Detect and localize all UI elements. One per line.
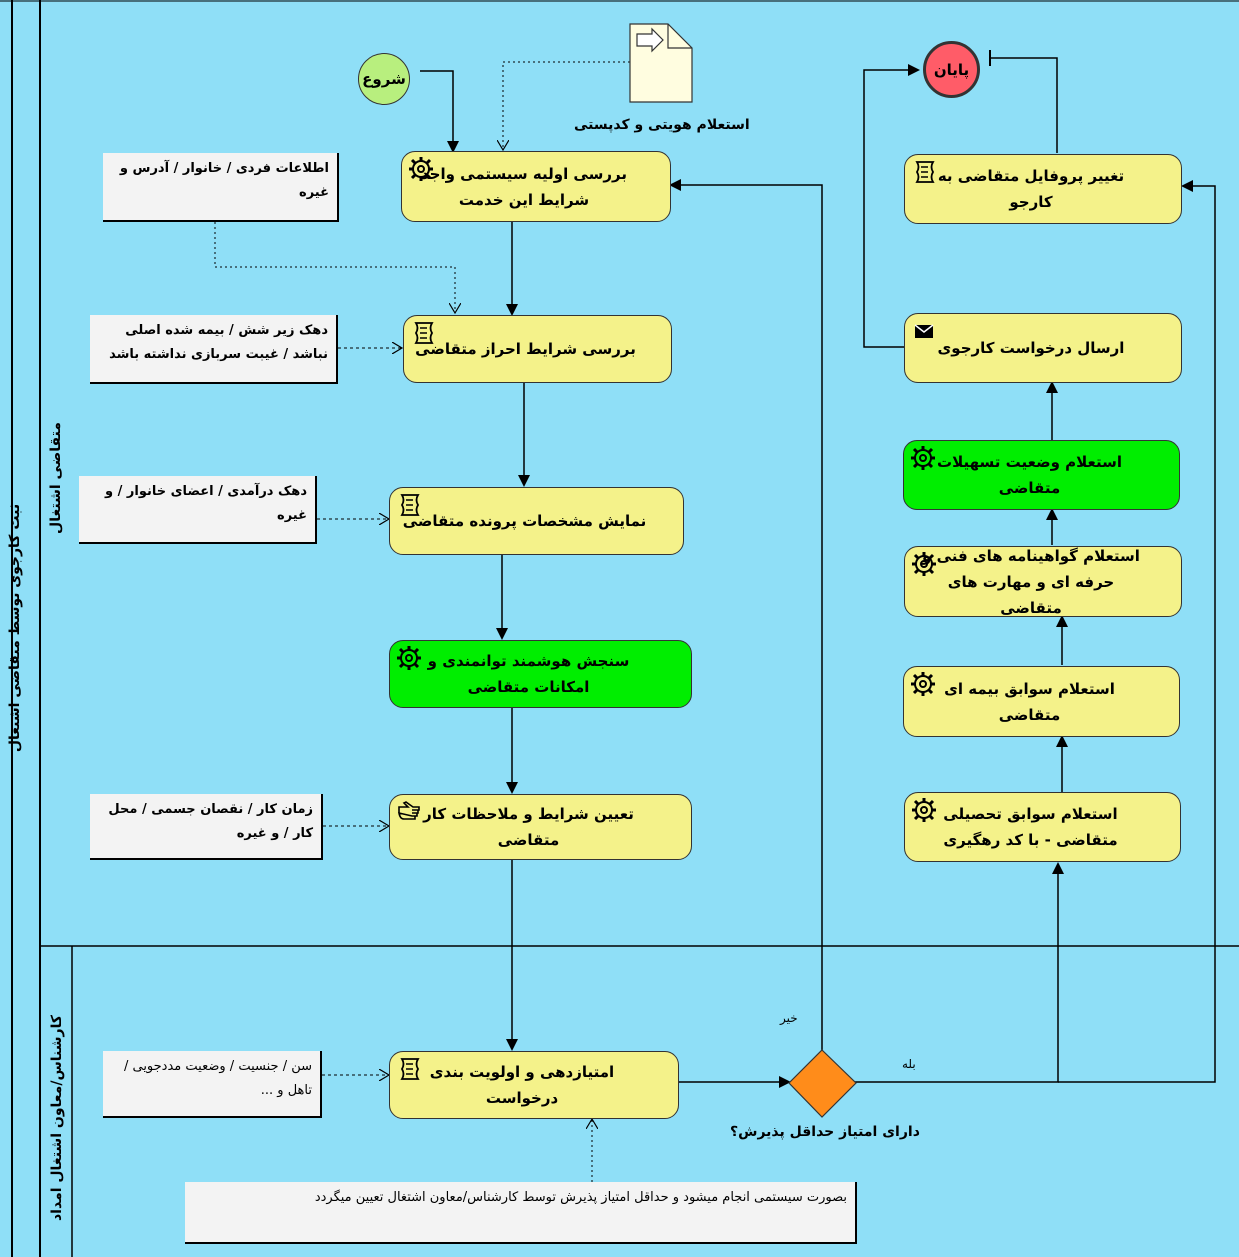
task-insurance-inquiry[interactable]: استعلام سوابق بیمه ای متقاضی xyxy=(903,666,1180,737)
note-personal-info: اطلاعات فردی / خانوار / آدرس و غیره xyxy=(103,153,339,222)
note-decile-insurance: دهک زیر شش / بیمه شده اصلی نباشد / غیبت … xyxy=(90,315,338,384)
assoc-personal-info xyxy=(214,222,455,313)
service-gear-icon xyxy=(912,552,936,576)
task-label: نمایش مشخصات پرونده متقاضی xyxy=(402,512,647,530)
task-label: بررسی شرایط احراز متقاضی xyxy=(415,340,636,358)
note-system-scoring: بصورت سیستمی انجام میشود و حداقل امتیاز … xyxy=(185,1182,857,1244)
start-event: شروع xyxy=(358,53,410,105)
gateway-question: دارای امتیاز حداقل پذیرش؟ xyxy=(730,1124,920,1140)
note-age-gender: سن / جنسیت / وضعیت مددجویی / تاهل و ... xyxy=(103,1051,322,1118)
task-send-request[interactable]: ارسال درخواست کارجوی xyxy=(904,313,1182,383)
note-work-time: زمان کار / نقصان جسمی / محل کار / و غیره xyxy=(90,794,323,860)
task-label: استعلام سوابق بیمه ای متقاضی xyxy=(944,679,1115,724)
task-education-inquiry[interactable]: استعلام سوابق تحصیلی متقاضی - با کد رهگی… xyxy=(904,792,1181,862)
script-icon xyxy=(400,1058,420,1080)
flow-request-to-end xyxy=(863,64,920,348)
lane-applicant-label: متقاضی اشتغال xyxy=(48,422,64,534)
task-scoring[interactable]: امتیازدهی و اولویت بندی درخواست xyxy=(389,1051,679,1119)
send-envelope-icon xyxy=(914,324,934,338)
task-show-profile[interactable]: نمایش مشخصات پرونده متقاضی xyxy=(389,487,684,555)
task-initial-review[interactable]: بررسی اولیه سیستمی واجد شرایط این خدمت xyxy=(401,151,671,222)
identity-document-label: استعلام هویتی و کدپستی xyxy=(574,117,750,133)
script-icon xyxy=(915,161,935,183)
flow-profile-change-to-end xyxy=(990,57,1058,153)
decision-gateway xyxy=(788,1049,857,1118)
flow-start-to-review xyxy=(420,70,459,153)
task-work-conditions[interactable]: تعیین شرایط و ملاحظات کار متقاضی xyxy=(389,794,692,860)
task-label: امتیازدهی و اولویت بندی درخواست xyxy=(429,1063,615,1107)
task-label: بررسی اولیه سیستمی واجد شرایط این خدمت xyxy=(421,164,627,209)
gateway-yes-label: بله xyxy=(902,1057,916,1071)
gateway-no-label: خیر xyxy=(780,1011,798,1025)
task-change-profile[interactable]: تغییر پروفایل متقاضی به کارجو xyxy=(904,154,1182,224)
pool-label: ثبت کارجوی توسط متقاضی اشتغال xyxy=(7,503,23,753)
flow-gateway-yes xyxy=(855,862,1064,1083)
task-facilities-inquiry[interactable]: استعلام وضعیت تسهیلات متقاضی xyxy=(903,440,1180,510)
manual-hand-icon xyxy=(398,801,420,820)
script-icon xyxy=(414,322,434,344)
task-label: تعیین شرایط و ملاحظات کار متقاضی xyxy=(423,805,634,849)
note-decile-income: دهک درآمدی / اعضای خانوار / و غیره xyxy=(79,476,317,544)
lane-expert-label: کارشناس/معاون اشتغال امداد xyxy=(49,1015,65,1221)
task-certificates-inquiry[interactable]: استعلام گواهینامه های فنی و حرفه ای و مه… xyxy=(904,546,1182,617)
service-gear-icon xyxy=(409,157,433,181)
task-label: استعلام گواهینامه های فنی و حرفه ای و مه… xyxy=(922,546,1140,617)
flow-gateway-no xyxy=(669,179,823,1052)
identity-document-icon xyxy=(629,23,693,103)
task-label: استعلام سوابق تحصیلی متقاضی - با کد رهگی… xyxy=(943,805,1118,849)
assoc-identity-doc xyxy=(503,61,630,150)
task-label: تغییر پروفایل متقاضی به کارجو xyxy=(937,167,1125,211)
task-eligibility-check[interactable]: بررسی شرایط احراز متقاضی xyxy=(403,315,672,383)
end-event: پایان xyxy=(923,41,980,98)
task-label: استعلام وضعیت تسهیلات متقاضی xyxy=(937,453,1122,497)
service-gear-icon xyxy=(911,672,935,696)
flow-gateway-yes-profile-change xyxy=(1058,180,1216,1083)
service-gear-icon xyxy=(397,646,421,670)
task-label: ارسال درخواست کارجوی xyxy=(937,339,1125,357)
service-gear-icon xyxy=(912,798,936,822)
task-smart-assessment[interactable]: سنجش هوشمند توانمندی و امکانات متقاضی xyxy=(389,640,692,708)
task-label: سنجش هوشمند توانمندی و امکانات متقاضی xyxy=(427,652,630,696)
script-icon xyxy=(400,494,420,516)
service-gear-icon xyxy=(911,446,935,470)
